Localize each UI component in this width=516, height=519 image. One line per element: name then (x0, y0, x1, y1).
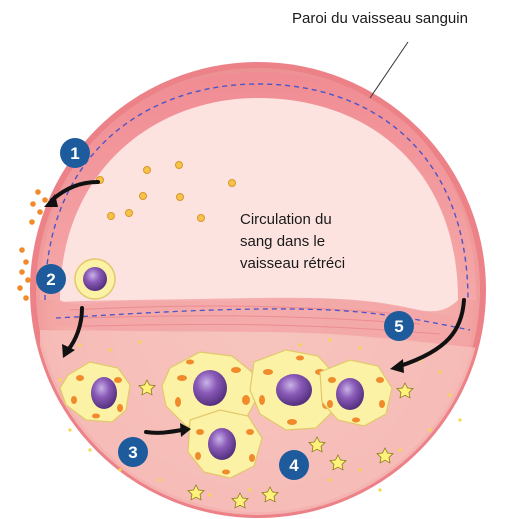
monocyte-cell (75, 259, 115, 299)
blood-flow-label-line: vaisseau rétréci (240, 253, 345, 275)
blood-flow-label-line: Circulation du (240, 209, 345, 231)
step-badge-2: 2 (36, 264, 66, 294)
blood-flow-label: Circulation du sang dans le vaisseau rét… (240, 209, 345, 275)
step-number: 1 (70, 144, 79, 163)
label-leader-line (370, 42, 408, 98)
step-number: 5 (394, 317, 403, 336)
step-badge-5: 5 (384, 311, 414, 341)
step-number: 3 (128, 443, 137, 462)
step-badge-3: 3 (118, 437, 148, 467)
step-badge-1: 1 (60, 138, 90, 168)
step-number: 2 (46, 270, 55, 289)
vessel-wall-label: Paroi du vaisseau sanguin (292, 10, 468, 27)
plaque-core (40, 330, 480, 515)
step-number: 4 (289, 456, 299, 475)
blood-flow-label-line: sang dans le (240, 231, 345, 253)
step-badge-4: 4 (279, 450, 309, 480)
